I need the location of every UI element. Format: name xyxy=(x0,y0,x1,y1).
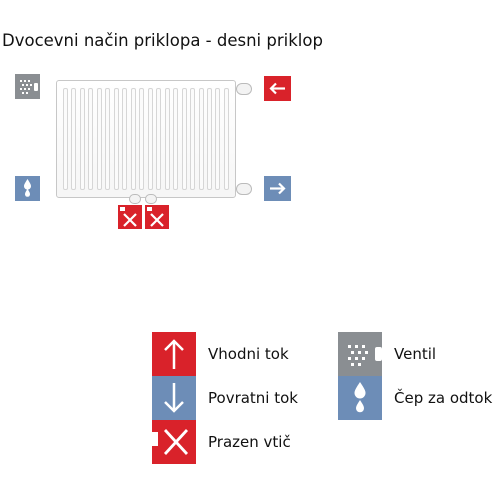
x-icon xyxy=(118,205,142,229)
top-right-connector xyxy=(236,83,252,95)
arrow-left-icon xyxy=(264,76,291,101)
x-icon xyxy=(145,205,169,229)
arrow-right-icon xyxy=(264,176,291,201)
legend-return-label: Povratni tok xyxy=(208,389,298,407)
legend-drain-label: Čep za odtok xyxy=(394,389,493,407)
arrow-down-icon xyxy=(152,376,196,420)
valve-icon xyxy=(338,332,382,376)
drain-icon xyxy=(338,376,382,420)
legend-valve-label: Ventil xyxy=(394,345,437,363)
page-title: Dvocevni način priklopa - desni priklop xyxy=(2,31,323,50)
bottom-right-connector xyxy=(236,183,252,195)
valve-icon xyxy=(15,74,40,99)
legend-supply-label: Vhodni tok xyxy=(208,345,289,363)
bottom-connector-1 xyxy=(129,194,141,204)
arrow-up-icon xyxy=(152,332,196,376)
radiator xyxy=(56,80,236,198)
x-icon xyxy=(152,420,196,464)
drain-icon xyxy=(15,176,40,201)
bottom-connector-2 xyxy=(145,194,157,204)
legend-plug-label: Prazen vtič xyxy=(208,433,291,451)
radiator-fins xyxy=(63,88,229,190)
